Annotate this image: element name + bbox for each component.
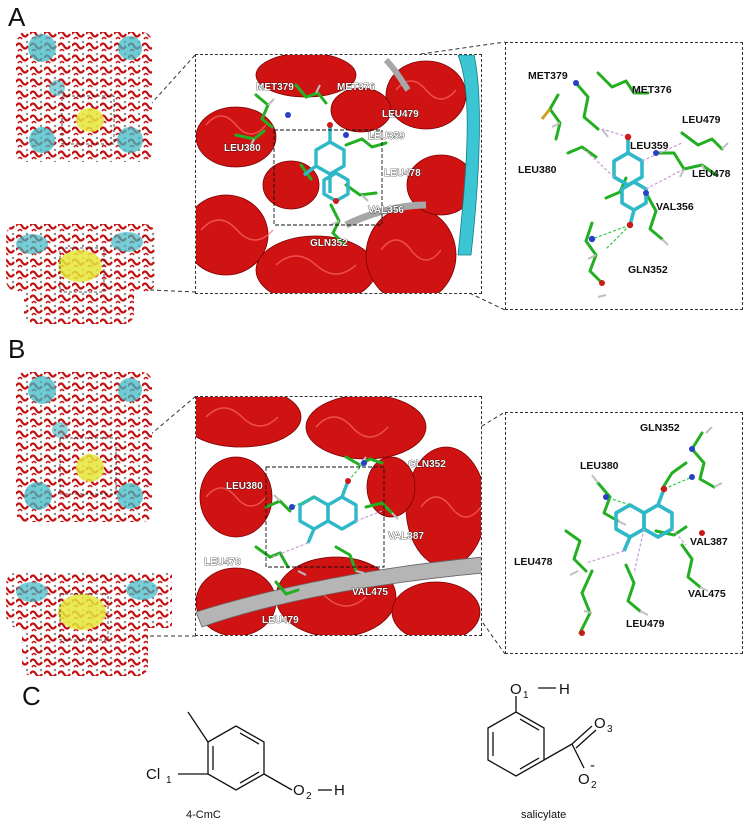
mol2-atom-h: H	[559, 684, 570, 698]
zoom-b-label-4: VAL475	[352, 587, 388, 598]
mol1-name: 4-CmC	[186, 809, 221, 821]
detail-a-label-1: MET376	[632, 84, 672, 96]
panel-letter-b: B	[8, 334, 26, 364]
detail-a-label-3: LEU359	[630, 140, 669, 152]
detail-b-label-3: LEU478	[514, 556, 553, 568]
zoom-a-label-1: MET376	[337, 82, 375, 93]
detail-b-label-4: VAL475	[688, 588, 726, 600]
detail-b-label-0: GLN352	[640, 422, 680, 434]
detail-a-label-5: LEU478	[692, 168, 731, 180]
detail-view-a-art: MET379 MET376 LEU479 LEU359 LEU380 LEU47…	[518, 70, 731, 298]
protein-overview-b	[6, 372, 172, 676]
detail-a-label-7: GLN352	[628, 264, 668, 276]
zoom-a-label-6: VAL356	[368, 205, 404, 216]
detail-a-label-4: LEU380	[518, 164, 557, 176]
mol1-atom-o-index: 2	[306, 791, 312, 802]
zoom-a-label-3: LEU380	[224, 143, 261, 154]
zoom-view-a: MET379 MET376 LEU479 LEU380 LEU359 LEU47…	[195, 54, 482, 294]
mol1-atom-h: H	[334, 782, 345, 799]
mol2-atom-o1: O	[510, 684, 522, 698]
zoom-view-b-art: GLN352 LEU380 VAL387 LEU478 VAL475 LEU47…	[196, 397, 481, 635]
detail-b-label-5: LEU479	[626, 618, 665, 630]
detail-view-a: MET379 MET376 LEU479 LEU359 LEU380 LEU47…	[505, 42, 743, 310]
zoom-b-label-3: LEU478	[204, 557, 241, 568]
top-view-b	[16, 372, 152, 522]
protein-overview-a	[6, 32, 156, 324]
detail-b-label-2: VAL387	[690, 536, 728, 548]
zoom-a-label-2: LEU479	[382, 109, 419, 120]
mol2-atom-o3: O	[594, 715, 606, 732]
mol2-atom-o1-index: 1	[523, 690, 529, 701]
mol2-charge: -	[590, 757, 595, 774]
zoom-b-label-2: VAL387	[388, 531, 424, 542]
mol2-atom-o3-index: 3	[607, 724, 613, 735]
molecule-4-cmc	[178, 711, 332, 791]
top-view-a	[16, 32, 152, 162]
detail-a-label-6: VAL356	[656, 201, 694, 213]
chemical-structures: Cl 1 O 2 H 4-CmC O 1 H O 3 O 2 - salicyl…	[146, 684, 613, 821]
detail-a-label-2: LEU479	[682, 114, 721, 126]
zoom-a-label-4: LEU359	[368, 131, 405, 142]
zoom-view-b: GLN352 LEU380 VAL387 LEU478 VAL475 LEU47…	[195, 396, 482, 636]
zoom-b-label-0: GLN352	[408, 459, 446, 470]
zoom-view-a-art: MET379 MET376 LEU479 LEU380 LEU359 LEU47…	[196, 55, 481, 293]
mol1-atom-cl-index: 1	[166, 775, 172, 786]
detail-view-b-art: GLN352 LEU380 VAL387 LEU478 VAL475 LEU47…	[514, 422, 728, 636]
molecule-salicylate	[487, 687, 597, 777]
mol2-name: salicylate	[521, 809, 566, 821]
mol2-atom-o2-index: 2	[591, 780, 597, 791]
zoom-a-label-7: GLN352	[310, 238, 348, 249]
panel-letter-c: C	[22, 681, 41, 711]
detail-view-b: GLN352 LEU380 VAL387 LEU478 VAL475 LEU47…	[505, 412, 743, 654]
panel-letter-a: A	[8, 2, 26, 32]
detail-b-label-1: LEU380	[580, 460, 619, 472]
mol1-atom-cl: Cl	[146, 766, 160, 783]
mol1-atom-o: O	[293, 782, 305, 799]
side-view-a	[6, 224, 156, 324]
side-view-b	[6, 572, 172, 676]
zoom-b-label-1: LEU380	[226, 481, 263, 492]
mol2-atom-o2: O	[578, 771, 590, 788]
zoom-b-label-5: LEU479	[262, 615, 299, 626]
zoom-a-label-5: LEU478	[384, 168, 421, 179]
zoom-a-label-0: MET379	[256, 82, 294, 93]
detail-a-label-0: MET379	[528, 70, 568, 82]
